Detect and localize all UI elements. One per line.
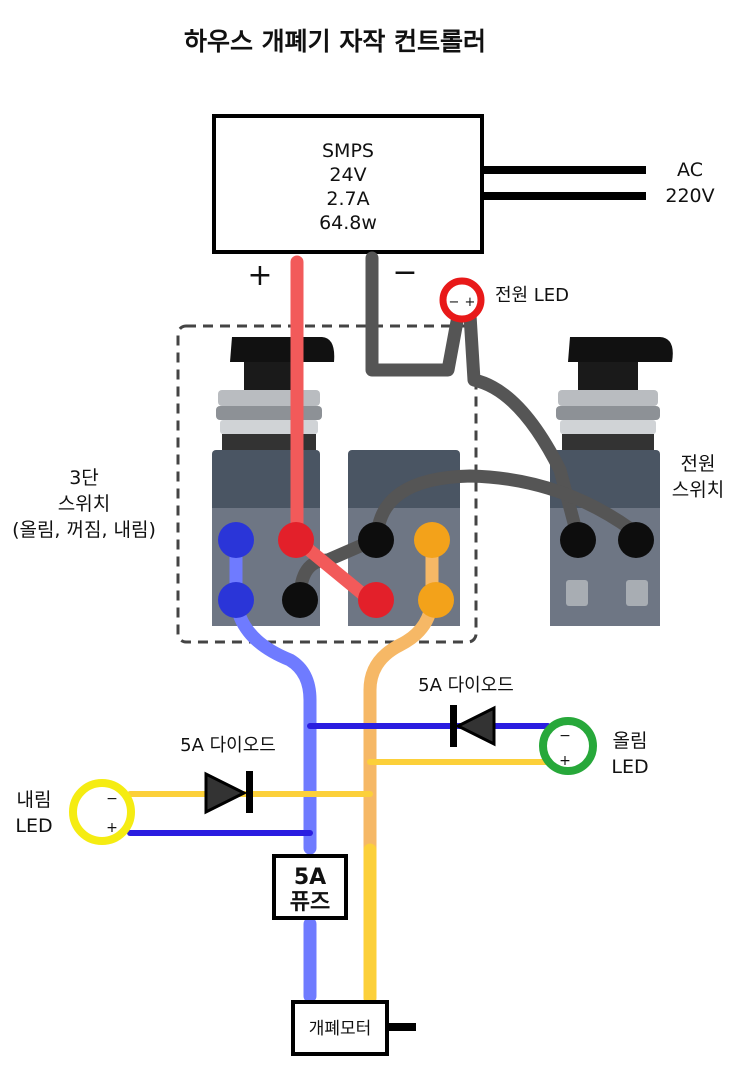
smps-voltage: 24V bbox=[329, 164, 366, 186]
up-led bbox=[539, 717, 597, 775]
down-led bbox=[69, 779, 135, 845]
three-way-switch-label: 3단 bbox=[69, 467, 99, 489]
up-led-label: 올림 bbox=[613, 730, 648, 752]
diode-upper-label: 5A 다이오드 bbox=[418, 675, 514, 696]
power-led-minus: − bbox=[449, 295, 460, 310]
smps-plus-label: + bbox=[247, 258, 272, 293]
down-led-plus: + bbox=[106, 820, 118, 836]
down-led-label-2: LED bbox=[15, 815, 52, 837]
power-led-label: 전원 LED bbox=[495, 285, 569, 306]
power-led bbox=[439, 277, 485, 323]
up-led-label-2: LED bbox=[611, 756, 648, 778]
fuse-rating: 5A bbox=[294, 865, 326, 890]
diode-lower bbox=[204, 771, 253, 815]
black-wires bbox=[293, 251, 639, 607]
up-led-minus: − bbox=[559, 728, 571, 744]
diagram-title: 하우스 개폐기 자작 컨트롤러 bbox=[184, 27, 486, 56]
fuse-label: 퓨즈 bbox=[290, 890, 330, 915]
ac-voltage-label: 220V bbox=[665, 185, 714, 207]
down-led-minus: − bbox=[106, 791, 118, 807]
diode-upper bbox=[450, 705, 496, 747]
diode-lower-label: 5A 다이오드 bbox=[180, 735, 276, 756]
ac-label: AC bbox=[677, 159, 703, 181]
smps-current: 2.7A bbox=[326, 188, 369, 210]
motor-label: 개폐모터 bbox=[309, 1019, 372, 1039]
fuse-box bbox=[272, 854, 348, 920]
smps-minus-label: − bbox=[392, 255, 417, 290]
power-switch-label-2: 스위치 bbox=[672, 479, 724, 501]
power-led-plus: + bbox=[465, 295, 476, 310]
switch-terminals bbox=[218, 522, 654, 618]
power-switch-label: 전원 bbox=[681, 453, 716, 475]
three-way-switch-label-2: 스위치 bbox=[58, 493, 110, 515]
smps-power: 64.8w bbox=[319, 212, 377, 234]
down-led-label: 내림 bbox=[17, 789, 52, 811]
three-way-switch-label-3: (올림, 꺼짐, 내림) bbox=[12, 519, 156, 541]
three-way-switch-group bbox=[176, 324, 478, 644]
motor-box bbox=[291, 1000, 389, 1056]
up-led-plus: + bbox=[559, 753, 571, 769]
led-plus-wires bbox=[127, 759, 551, 797]
ac-input-wires bbox=[482, 166, 646, 200]
led-minus-wires bbox=[127, 723, 551, 836]
smps-name: SMPS bbox=[322, 140, 374, 162]
smps-box bbox=[212, 114, 484, 254]
